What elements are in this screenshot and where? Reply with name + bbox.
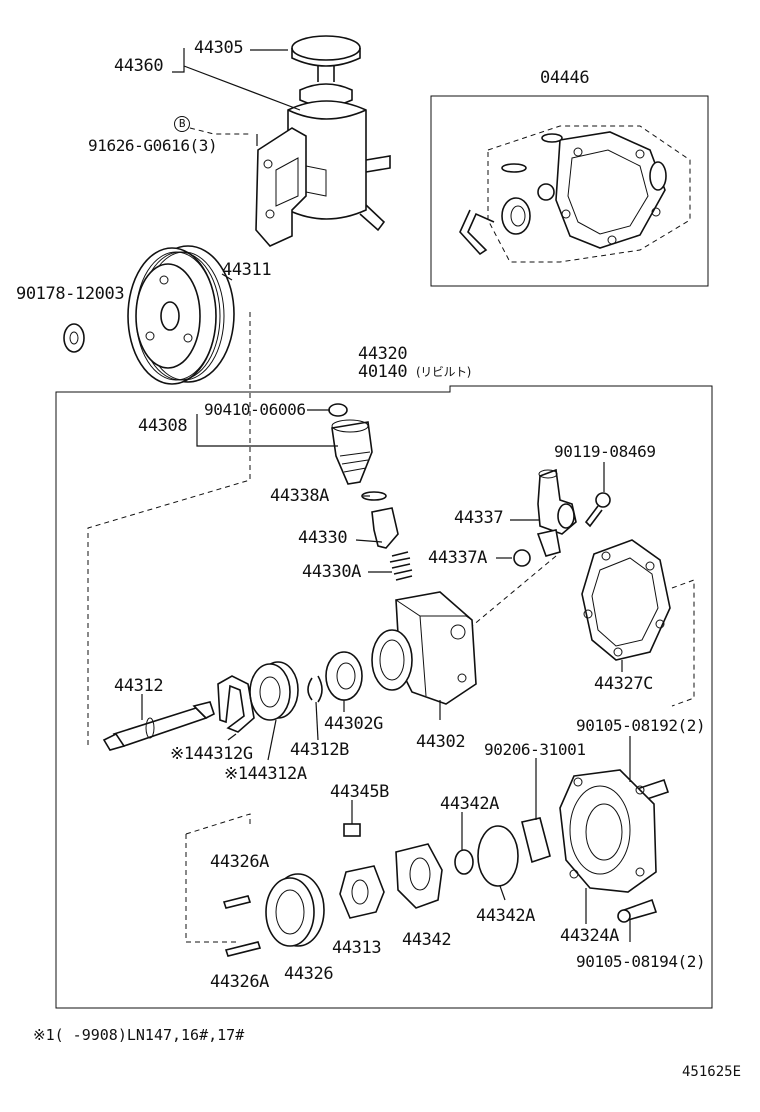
pump-assembly-box xyxy=(55,312,713,1009)
label-44312a: ※144312A xyxy=(224,764,307,784)
label-44337: 44337 xyxy=(454,508,504,528)
label-44308: 44308 xyxy=(138,416,188,436)
label-44330: 44330 xyxy=(298,528,348,548)
shaft-44312-drawing xyxy=(102,701,215,751)
label-44324a: 44324A xyxy=(560,926,620,946)
cam-ring-44326-drawing xyxy=(265,873,325,947)
diagram-code: 451625E xyxy=(682,1064,742,1080)
gasket-44327c-drawing xyxy=(581,539,671,661)
label-44342a-2: 44342A xyxy=(476,906,536,926)
gasket-kit-box xyxy=(430,95,709,287)
label-91626-g0616: 91626-G0616(3) xyxy=(88,136,218,155)
label-44338a: 44338A xyxy=(270,486,330,506)
label-40140-rebuilt-note: (リビルト) xyxy=(416,365,471,379)
label-44337a: 44337A xyxy=(428,548,488,568)
leader-lines xyxy=(141,48,631,942)
reservoir-tank-drawing xyxy=(255,35,391,247)
label-44326: 44326 xyxy=(284,964,334,984)
label-40140: 40140 xyxy=(358,362,408,382)
label-44312: 44312 xyxy=(114,676,164,696)
label-44342a-1: 44342A xyxy=(440,794,500,814)
label-90119-08469: 90119-08469 xyxy=(554,442,656,461)
label-44326a-2: 44326A xyxy=(210,972,270,992)
label-44312b: 44312B xyxy=(290,740,350,760)
label-44313: 44313 xyxy=(332,938,382,958)
label-90206-31001: 90206-31001 xyxy=(484,740,586,759)
label-90105-08194: 90105-08194(2) xyxy=(576,952,706,971)
footnote: ※1( -9908)LN147,16#,17# xyxy=(33,1026,245,1044)
label-44320: 44320 xyxy=(358,344,408,364)
rear-housing-44324a-drawing xyxy=(559,769,657,893)
union-44337-drawing xyxy=(536,468,577,557)
union-44308-drawing xyxy=(331,419,373,485)
label-44330a: 44330A xyxy=(302,562,362,582)
label-90410-06006: 90410-06006 xyxy=(204,400,306,419)
label-44342: 44342 xyxy=(402,930,452,950)
b-marker: B xyxy=(174,116,190,132)
label-44312g: ※144312G xyxy=(170,744,253,764)
pump-body-44302-drawing xyxy=(371,591,477,705)
nut-90178-drawing xyxy=(63,323,85,353)
label-44305: 44305 xyxy=(194,38,244,58)
label-44360: 44360 xyxy=(114,56,164,76)
label-44311: 44311 xyxy=(222,260,272,280)
pulley-drawing xyxy=(127,245,235,385)
label-44326a-1: 44326A xyxy=(210,852,270,872)
rotor-44313-drawing xyxy=(339,865,385,919)
label-90178-12003: 90178-12003 xyxy=(16,284,125,304)
label-44302g: 44302G xyxy=(324,714,384,734)
label-90105-08192: 90105-08192(2) xyxy=(576,716,706,735)
plate-44342-drawing xyxy=(395,843,443,909)
label-44345b: 44345B xyxy=(330,782,390,802)
label-04446: 04446 xyxy=(540,68,590,88)
label-44327c: 44327C xyxy=(594,674,654,694)
bolt-90119-drawing xyxy=(584,492,611,528)
label-44302: 44302 xyxy=(416,732,466,752)
